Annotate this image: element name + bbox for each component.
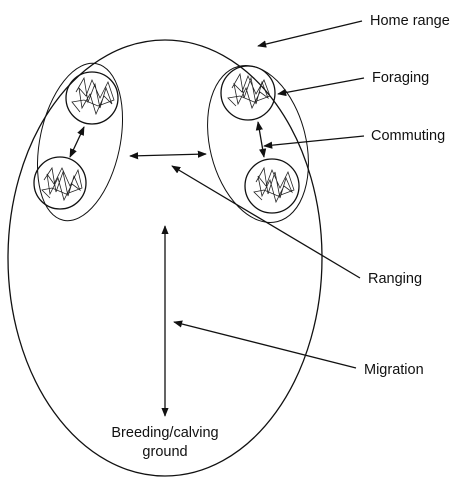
label-breeding-line2: ground [142, 444, 187, 460]
label-foraging: Foraging [372, 70, 429, 86]
right-cluster-boundary [207, 65, 309, 223]
foraging-path-upper-left [71, 76, 115, 116]
pointer-ranging [171, 165, 361, 279]
foraging-patch-lower-right [244, 158, 300, 214]
commuting-arrow-right [255, 121, 267, 158]
label-breeding-line1: Breeding/calving [111, 425, 218, 441]
foraging-patch-upper-right [220, 65, 276, 121]
foraging-path-lower-left [41, 166, 83, 202]
foraging-path-lower-right [253, 166, 295, 204]
ranging-arrow [129, 150, 207, 160]
pointer-foraging [277, 77, 365, 97]
pointer-commuting [263, 135, 365, 149]
foraging-patch-upper-left [65, 71, 119, 125]
foraging-path-upper-right [227, 72, 271, 110]
home-range-ellipse [7, 39, 323, 477]
label-commuting: Commuting [371, 128, 445, 144]
pointer-migration [173, 320, 357, 369]
commuting-arrow-left [69, 126, 85, 158]
pointer-home-range [257, 20, 363, 48]
left-cluster-boundary [36, 62, 124, 222]
label-home-range: Home range [370, 13, 450, 29]
label-ranging: Ranging [368, 271, 422, 287]
foraging-patch-lower-left [33, 156, 87, 210]
label-migration: Migration [364, 362, 424, 378]
